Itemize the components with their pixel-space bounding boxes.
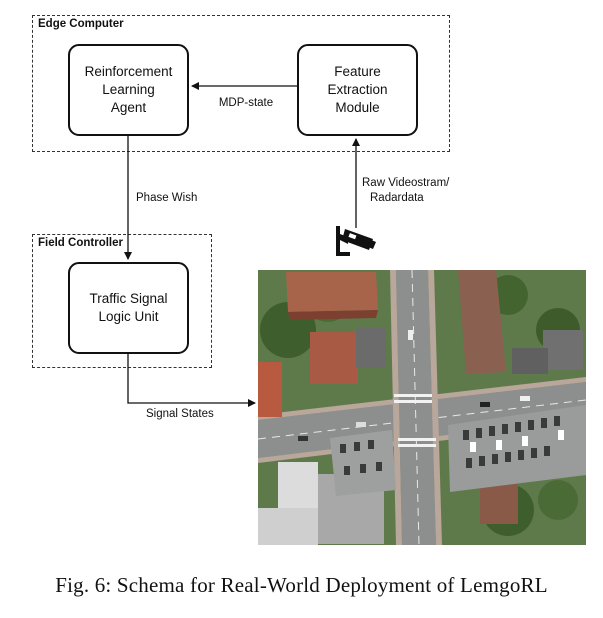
traffic-signal-line-2: Logic Unit: [98, 309, 159, 324]
signal-states-label: Signal States: [146, 408, 214, 420]
raw-video-line-1: Raw Videostram/: [362, 177, 450, 189]
traffic-signal-node: Traffic Signal Logic Unit: [68, 262, 189, 354]
rl-agent-line-1: Reinforcement: [84, 64, 173, 79]
feature-extraction-line-2: Module: [335, 100, 380, 115]
rl-agent-line-2: Learning: [102, 82, 155, 97]
signal-states-edge: [127, 354, 256, 407]
feature-extraction-line-1: Feature Extraction: [327, 64, 388, 97]
figure-caption: Fig. 6: Schema for Real-World Deployment…: [55, 573, 548, 597]
edge-computer-label: Edge Computer: [38, 18, 124, 30]
mdp-state-label: MDP-state: [218, 97, 274, 109]
raw-video-line-2: Radardata: [370, 192, 424, 204]
field-controller-label: Field Controller: [38, 237, 123, 249]
rl-agent-node: Reinforcement Learning Agent: [68, 44, 189, 136]
edge-computer-group: [32, 15, 450, 152]
field-controller-group: [32, 234, 212, 368]
phase-wish-label: Phase Wish: [136, 192, 198, 204]
traffic-signal-line-1: Traffic Signal: [89, 291, 168, 306]
feature-extraction-node: Feature Extraction Module: [297, 44, 418, 136]
aerial-intersection-photo: [258, 270, 586, 545]
rl-agent-line-3: Agent: [110, 100, 147, 115]
camera-icon: [336, 226, 376, 256]
raw-video-label: Raw Videostram/ Radardata: [362, 176, 462, 206]
